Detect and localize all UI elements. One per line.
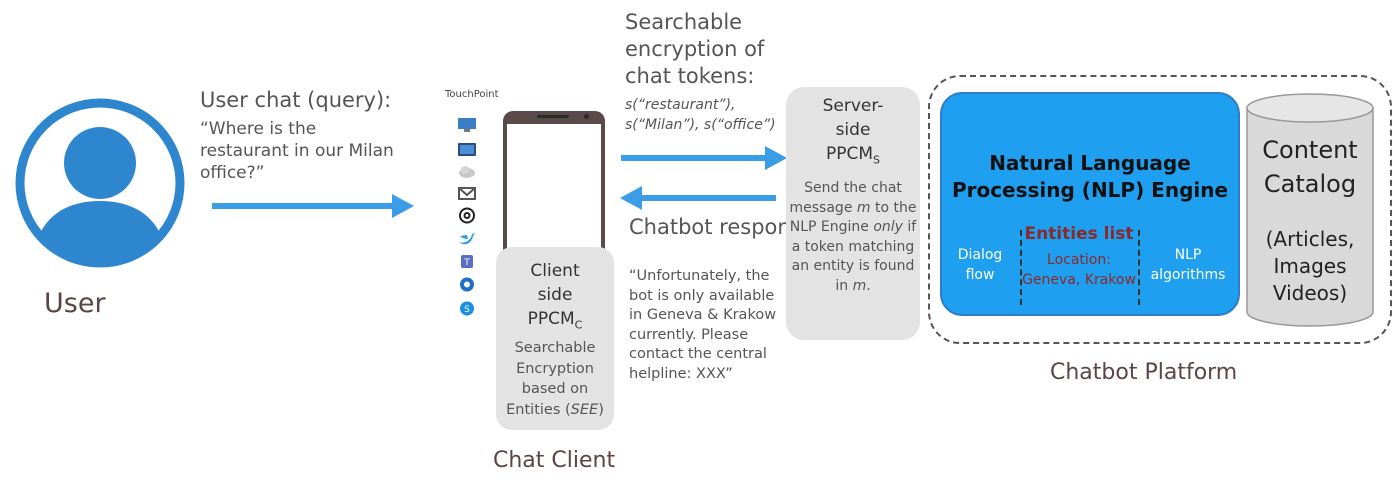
twitter-icon xyxy=(459,233,475,245)
user-label: User xyxy=(44,288,106,319)
searchable-encryption-title: Searchable encryption of chat tokens: xyxy=(625,10,765,88)
monitor-icon xyxy=(458,118,476,132)
chatbot-platform-label: Chatbot Platform xyxy=(1050,360,1238,385)
content-catalog-title: Content Catalog xyxy=(1262,136,1358,198)
arrow-client-to-server xyxy=(621,155,767,161)
server-ppcm-box xyxy=(786,87,920,340)
chat-client-label: Chat Client xyxy=(493,448,616,473)
content-catalog-items: (Articles, Images Videos) xyxy=(1265,227,1355,305)
tablet-icon xyxy=(458,143,476,156)
at-sign-icon xyxy=(459,207,475,224)
user-chat-title: User chat (query): xyxy=(200,88,392,112)
user-avatar-icon xyxy=(15,98,185,268)
client-ppcm-title: Client side PPCMC xyxy=(527,261,583,332)
arrow-server-to-client xyxy=(642,195,776,201)
server-ppcm-description: Send the chat message m to the NLP Engin… xyxy=(789,180,917,294)
outlook-icon xyxy=(460,277,474,292)
nlp-separator xyxy=(1020,230,1022,305)
touchpoint-label: TouchPoint xyxy=(445,89,499,100)
client-ppcm-description: Searchable Encryption based on Entities … xyxy=(506,340,604,418)
cloud-icon xyxy=(459,166,475,178)
svg-text:T: T xyxy=(463,258,470,268)
nlp-engine-box xyxy=(940,92,1240,316)
skype-icon: S xyxy=(460,301,474,316)
server-ppcm-title: Server- side PPCMS xyxy=(822,96,884,167)
chatbot-response-text: “Unfortunately, the bot is only availabl… xyxy=(629,268,777,382)
client-ppcm-box xyxy=(496,247,614,430)
svg-text:S: S xyxy=(464,305,470,315)
entities-list-title: Entities list xyxy=(1024,224,1134,244)
dialog-flow-label: Dialog flow xyxy=(957,247,1003,283)
arrow-client-to-server-head xyxy=(765,146,787,170)
encrypted-tokens: s(“restaurant”), s(“Milan”), s(“office”) xyxy=(625,97,776,133)
content-catalog-database-icon xyxy=(1246,93,1374,327)
nlp-engine-title: Natural Language Processing (NLP) Engine xyxy=(951,151,1229,202)
chatbot-platform-border xyxy=(928,75,1392,344)
teams-icon: T xyxy=(461,255,473,268)
arrow-server-to-client-head xyxy=(620,186,642,210)
phone-speaker xyxy=(537,115,569,118)
arrow-user-to-client xyxy=(212,203,394,209)
user-chat-query: “Where is the restaurant in our Milan of… xyxy=(200,119,394,183)
nlp-separator xyxy=(1138,230,1140,305)
entities-list-values: Location: Geneva, Krakow xyxy=(1022,252,1136,288)
gmail-icon xyxy=(458,187,476,200)
arrow-user-to-client-head xyxy=(392,194,414,218)
phone-camera xyxy=(584,114,589,119)
nlp-algorithms-label: NLP algorithms xyxy=(1150,247,1226,283)
